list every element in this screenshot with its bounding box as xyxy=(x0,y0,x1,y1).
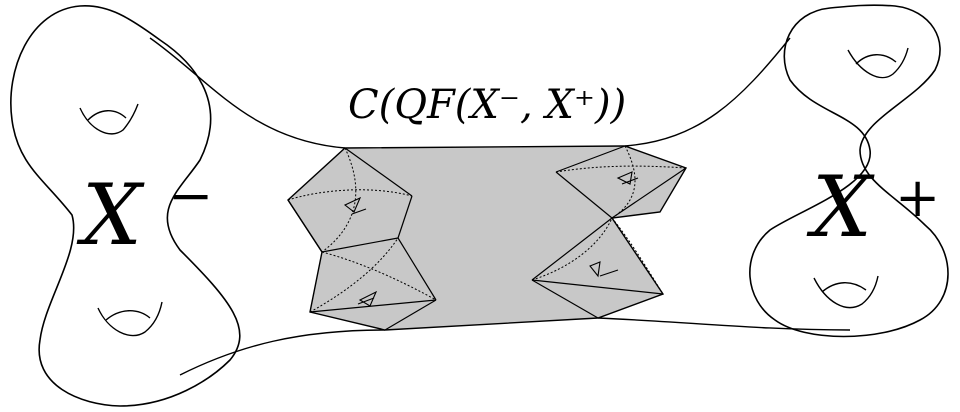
core-handle-1 xyxy=(343,196,367,215)
right-surface xyxy=(749,4,949,338)
left-handle-top xyxy=(79,103,139,135)
tube-bottom-right xyxy=(597,317,851,331)
tube-bottom-left xyxy=(179,329,386,376)
core-right-facets xyxy=(531,145,687,319)
right-handle-top xyxy=(847,47,909,79)
convex-core xyxy=(287,145,688,331)
core-handle-4 xyxy=(589,261,619,278)
left-surface xyxy=(10,5,241,407)
core-handle-2 xyxy=(357,290,378,307)
core-label: C(QF(X⁻, X⁺)) xyxy=(348,82,626,128)
left-surface-sup: − xyxy=(168,164,213,227)
tube-top-left xyxy=(149,37,346,149)
right-handle-bottom xyxy=(813,275,879,309)
left-handle-bottom xyxy=(97,301,163,337)
core-handle-3 xyxy=(616,171,639,185)
core-left-facets xyxy=(287,147,437,331)
right-surface-sup: + xyxy=(895,166,940,229)
right-surface-label: X xyxy=(806,158,875,256)
tube-top-right xyxy=(624,37,791,147)
left-surface-label: X xyxy=(76,166,145,264)
core-right-dashed xyxy=(531,145,687,295)
